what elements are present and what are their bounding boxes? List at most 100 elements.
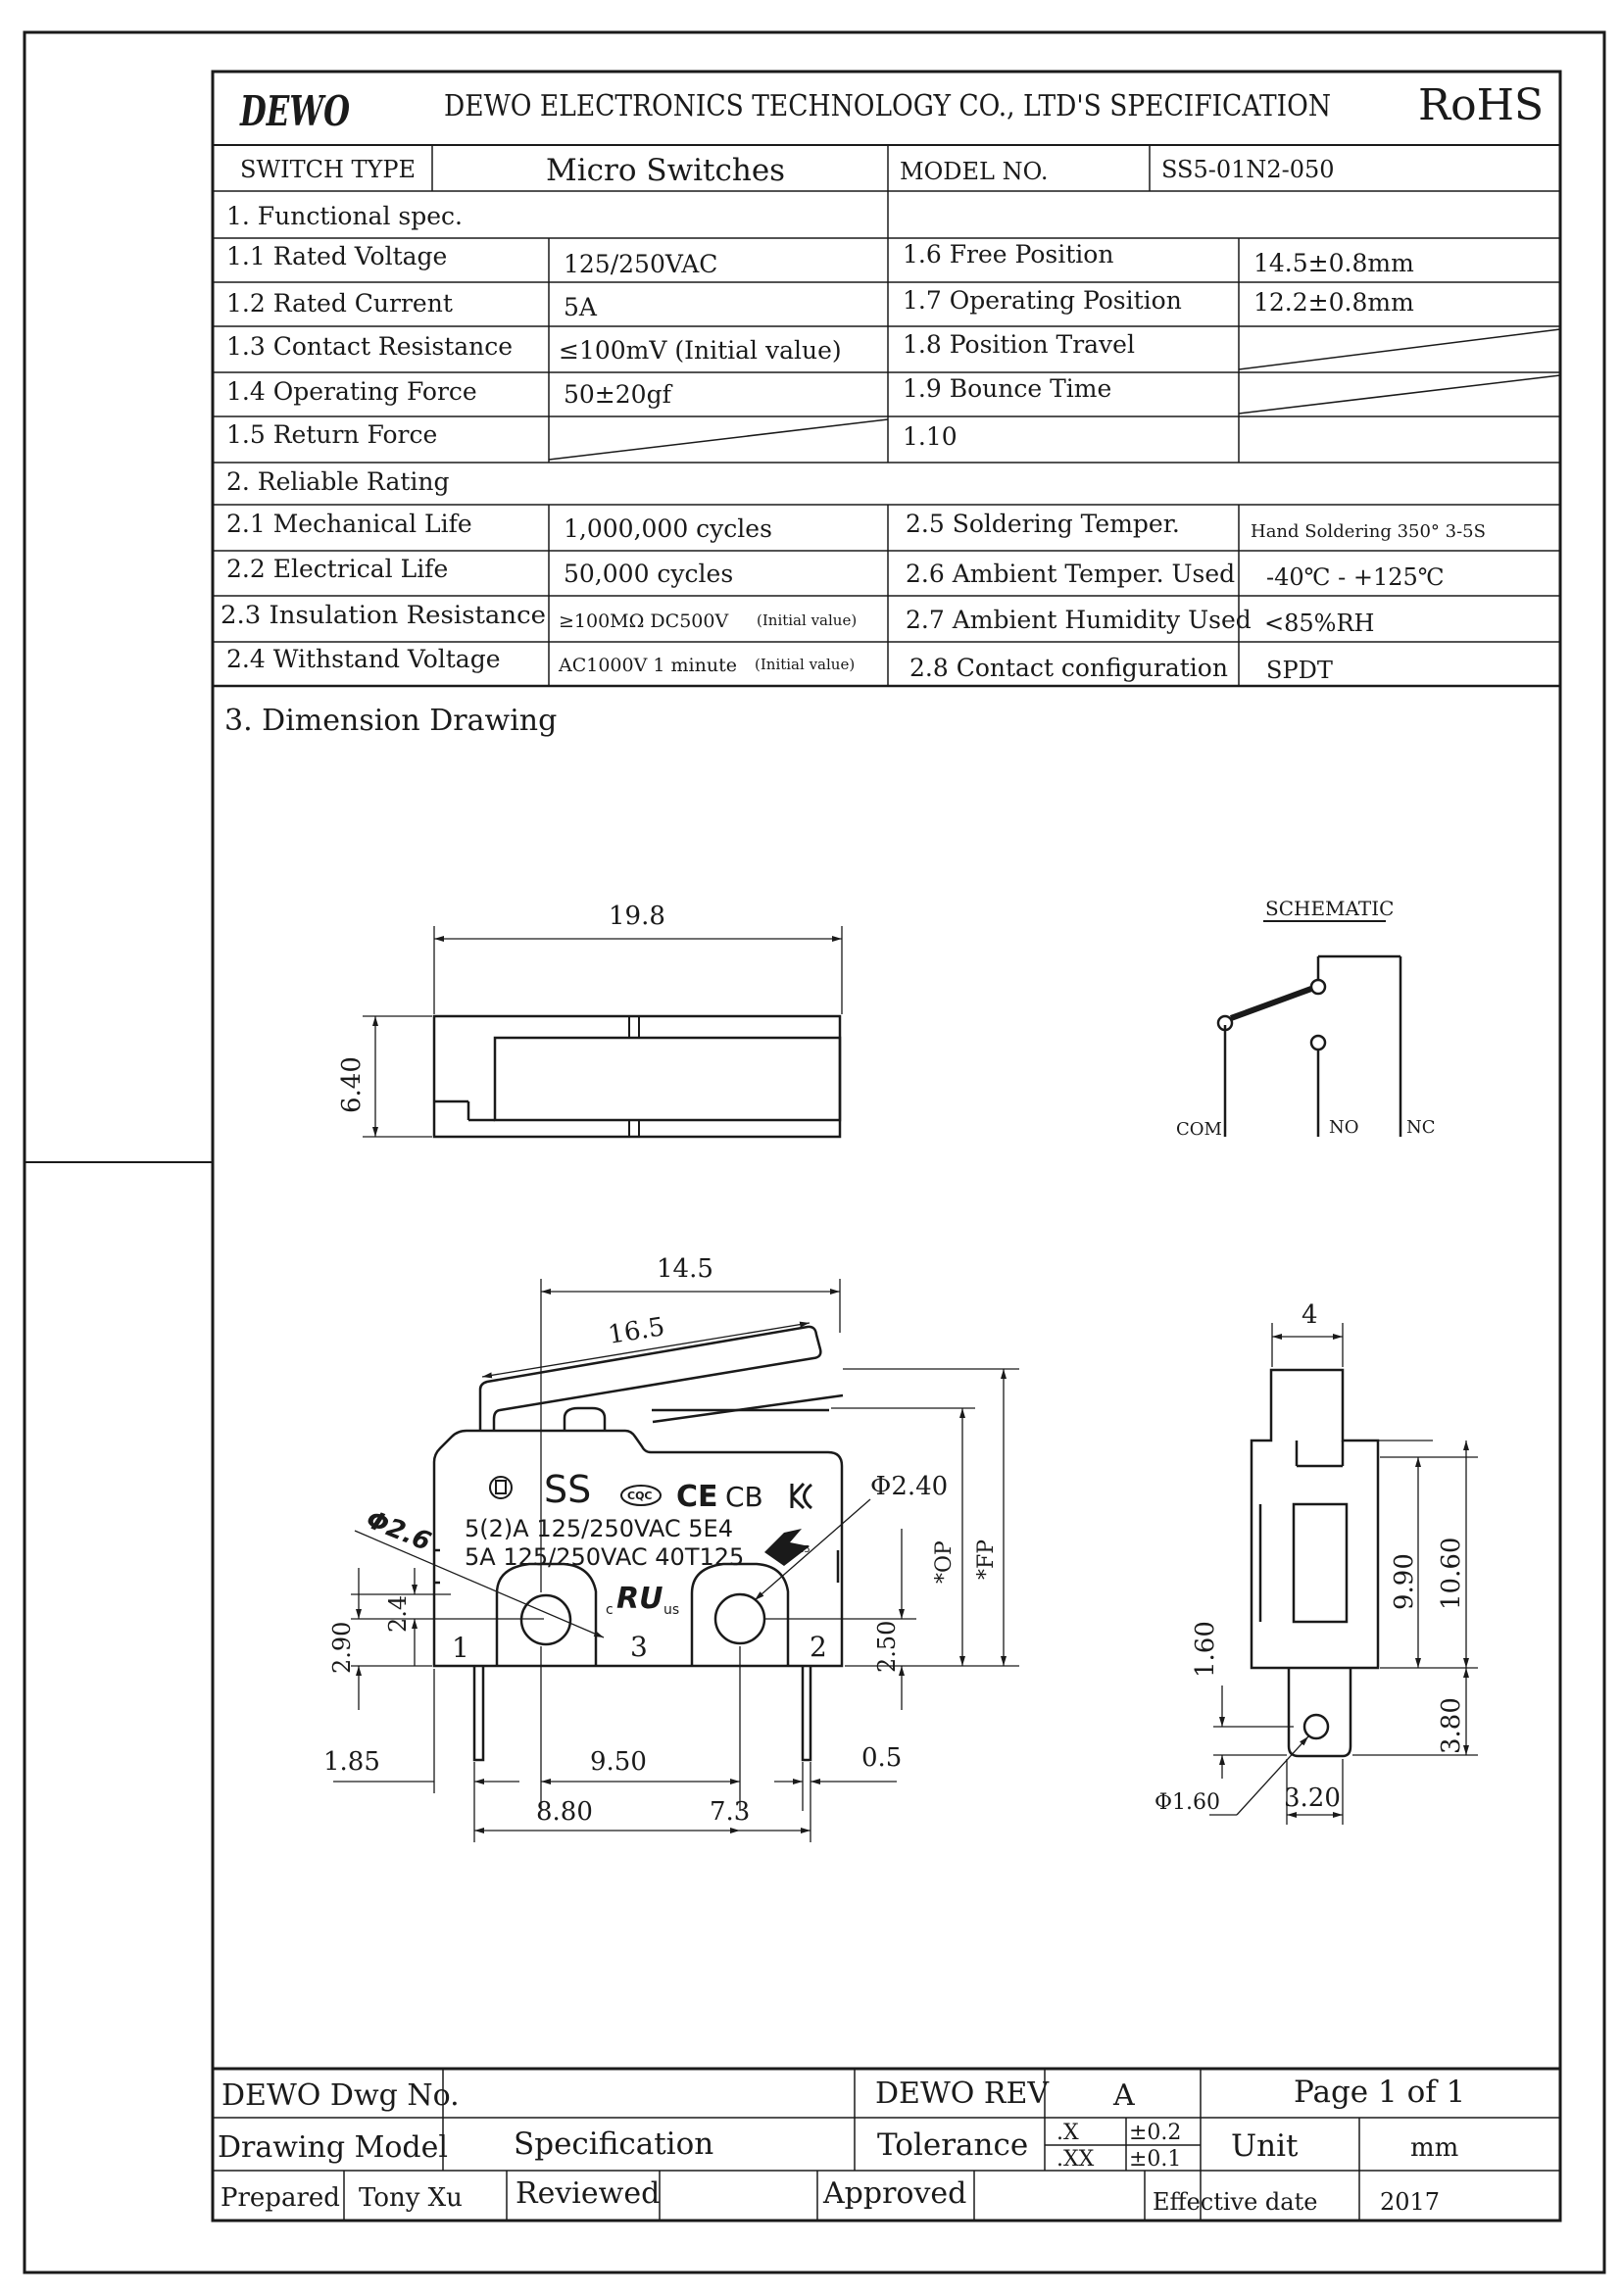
rated-current-label: 1.2 Rated Current (226, 289, 453, 318)
pin-2-label: 2 (810, 1631, 827, 1663)
ss-logo-icon (489, 1476, 513, 1499)
ss-mark: SS (544, 1468, 591, 1511)
reliable-left-values: 1,000,000 cycles 50,000 cycles ≥100MΩ DC… (558, 514, 857, 676)
top-view-drawing (432, 1014, 842, 1139)
withstand-voltage-value: AC1000V 1 minute (558, 655, 737, 676)
dim-9-50: 9.50 (590, 1747, 647, 1777)
t-rating-arrow-icon: 15 (764, 1529, 810, 1566)
tolerance-label: Tolerance (877, 2127, 1028, 2163)
rated-current-value: 5A (564, 293, 598, 321)
unit-label: Unit (1231, 2128, 1299, 2164)
dim-op: *OP (932, 1540, 957, 1584)
ul-us: us (663, 1602, 679, 1618)
rev-label: DEWO REV (875, 2076, 1050, 2111)
insulation-resistance-note: (Initial value) (757, 611, 857, 629)
ambient-humidity-label: 2.7 Ambient Humidity Used (906, 606, 1252, 634)
footer-title-block (213, 2067, 1560, 2221)
rohs-mark: RoHS (1418, 80, 1544, 130)
contact-configuration-label: 2.8 Contact configuration (909, 654, 1228, 682)
approved-label: Approved (822, 2176, 966, 2211)
front-view-dim-labels: 14.5 16.5 Φ2.40 Φ2.6 *OP *FP 2.4 2.90 2.… (323, 1254, 999, 1827)
return-force-label: 1.5 Return Force (226, 420, 437, 449)
top-view-dimensions (363, 926, 843, 1138)
position-travel-label: 1.8 Position Travel (903, 330, 1135, 359)
brand-logo: DEWO (239, 87, 350, 135)
functional-right-values: 14.5±0.8mm 12.2±0.8mm (1253, 249, 1414, 317)
dim-phi-1-60: Φ1.60 (1154, 1790, 1220, 1815)
tolerance-x-value: ±0.2 (1129, 2121, 1181, 2145)
operating-force-label: 1.4 Operating Force (226, 377, 477, 406)
ul-logo: RU (616, 1582, 663, 1616)
title-block-header: DEWO DEWO ELECTRONICS TECHNOLOGY CO., LT… (213, 80, 1560, 146)
drawing-model-value: Specification (514, 2126, 713, 2162)
page-indicator: Page 1 of 1 (1294, 2075, 1465, 2110)
switch-type-row: SWITCH TYPE Micro Switches MODEL NO. SS5… (213, 145, 1560, 238)
soldering-temper-value: Hand Soldering 350° 3-5S (1251, 521, 1486, 542)
schematic-nc-label: NC (1406, 1117, 1436, 1138)
model-no-label: MODEL NO. (900, 158, 1048, 185)
contact-resistance-value: ≤100mV (Initial value) (559, 336, 842, 365)
sheet-border (23, 30, 1606, 2274)
actuator-lever (478, 1325, 844, 1431)
dwg-no-label: DEWO Dwg No. (221, 2078, 460, 2113)
prepared-value: Tony Xu (359, 2183, 463, 2213)
cqc-mark-icon: CQC (620, 1485, 662, 1506)
schematic-no-label: NO (1329, 1117, 1359, 1138)
dim-2-90: 2.90 (328, 1622, 356, 1674)
cb-mark: CB (725, 1481, 763, 1513)
electrical-life-value: 50,000 cycles (564, 560, 733, 588)
effective-date-value: 2017 (1380, 2188, 1440, 2216)
switch-type-value: Micro Switches (546, 153, 785, 188)
functional-left-labels: 1.1 Rated Voltage 1.2 Rated Current 1.3 … (226, 242, 513, 449)
dim-3-80: 3.80 (1437, 1697, 1466, 1754)
mechanical-life-label: 2.1 Mechanical Life (226, 510, 472, 538)
contact-configuration-value: SPDT (1266, 657, 1333, 684)
footer-text: DEWO Dwg No. DEWO REV A Page 1 of 1 Draw… (218, 2075, 1465, 2216)
dim-1-60: 1.60 (1191, 1621, 1220, 1678)
rated-voltage-label: 1.1 Rated Voltage (226, 242, 447, 270)
sheet-title: DEWO ELECTRONICS TECHNOLOGY CO., LTD'S S… (444, 89, 1331, 123)
rating-line-2: 5A 125/250VAC 40T125 (465, 1543, 744, 1571)
dim-10-60: 10.60 (1437, 1538, 1466, 1610)
reliable-right-labels: 2.5 Soldering Temper. 2.6 Ambient Temper… (906, 510, 1252, 682)
functional-spec-table (213, 237, 1561, 464)
functional-left-values: 125/250VAC 5A ≤100mV (Initial value) 50±… (559, 250, 842, 409)
reliable-heading: 2. Reliable Rating (226, 467, 450, 496)
dimension-drawing-heading: 3. Dimension Drawing (224, 704, 557, 738)
functional-right-labels: 1.6 Free Position 1.7 Operating Position… (903, 240, 1182, 451)
ul-mark-icon: RU c us (606, 1582, 679, 1618)
effective-date-label: Effective date (1153, 2188, 1317, 2216)
dim-1-85: 1.85 (323, 1747, 380, 1777)
pin-3-label: 3 (630, 1631, 648, 1663)
electrical-life-label: 2.2 Electrical Life (226, 555, 448, 583)
dim-phi-2-40: Φ2.40 (870, 1472, 948, 1501)
operating-position-value: 12.2±0.8mm (1253, 288, 1414, 317)
dim-fp: *FP (974, 1539, 999, 1580)
switch-type-label: SWITCH TYPE (240, 156, 416, 183)
mechanical-life-value: 1,000,000 cycles (564, 514, 772, 543)
ambient-temper-label: 2.6 Ambient Temper. Used (906, 560, 1235, 588)
reliable-left-labels: 2.1 Mechanical Life 2.2 Electrical Life … (221, 510, 546, 673)
free-position-value: 14.5±0.8mm (1253, 249, 1414, 277)
operating-force-value: 50±20gf (564, 380, 673, 409)
rating-line-1: 5(2)A 125/250VAC 5E4 (465, 1515, 733, 1542)
schematic-com-label: COM (1176, 1119, 1222, 1140)
dim-14-5: 14.5 (657, 1254, 713, 1284)
ul-c: c (606, 1602, 614, 1618)
soldering-temper-label: 2.5 Soldering Temper. (906, 510, 1180, 538)
dim-7-3: 7.3 (710, 1797, 750, 1827)
reliable-rating-table (213, 504, 1560, 688)
front-view-markings: SS CQC CE CB 5(2)A 125/250VAC 5E4 5A 125… (452, 1468, 827, 1664)
rated-voltage-value: 125/250VAC (564, 250, 717, 278)
tolerance-xx: .XX (1056, 2147, 1095, 2172)
dim-0-5: 0.5 (861, 1743, 902, 1773)
dim-4: 4 (1302, 1300, 1318, 1330)
tolerance-xx-value: ±0.1 (1129, 2147, 1181, 2172)
schematic-title: SCHEMATIC (1265, 897, 1394, 920)
ce-mark: CE (676, 1480, 718, 1514)
drawing-model-label: Drawing Model (218, 2130, 448, 2165)
reliable-right-values: Hand Soldering 350° 3-5S -40℃ - +125℃ <8… (1251, 521, 1486, 684)
functional-heading: 1. Functional spec. (226, 202, 463, 230)
spec-1-10-label: 1.10 (903, 422, 958, 451)
